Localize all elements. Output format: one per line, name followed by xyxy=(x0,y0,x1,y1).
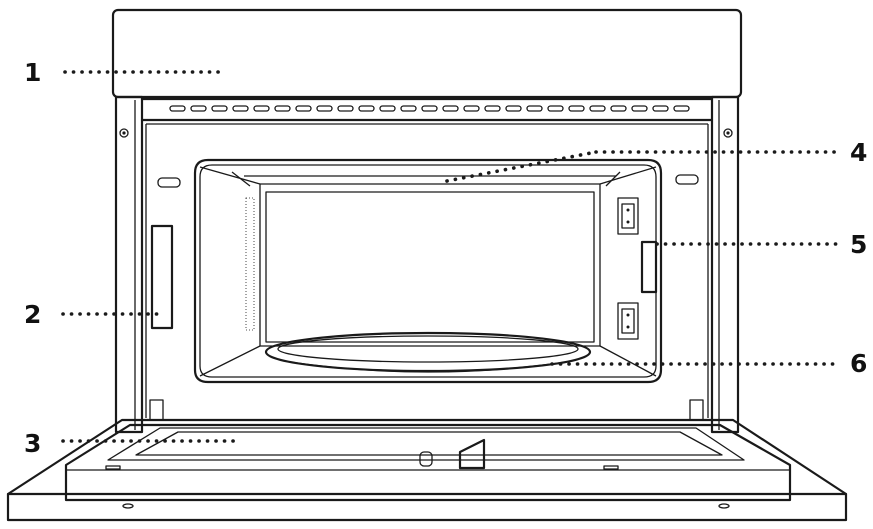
vent-slot xyxy=(673,105,690,112)
callout-number: 6 xyxy=(850,349,867,378)
callout-5: 5 xyxy=(655,230,867,259)
turntable xyxy=(264,331,592,373)
door-latch xyxy=(150,224,174,330)
callout-number: 2 xyxy=(24,300,41,329)
vent-slot xyxy=(358,105,375,112)
vent-slot xyxy=(190,105,207,112)
callout-4: 4 xyxy=(445,138,867,183)
callout-number: 1 xyxy=(24,58,41,87)
vent-slot xyxy=(652,105,669,112)
vent-slot xyxy=(316,105,333,112)
door xyxy=(6,399,848,522)
callout-number: 3 xyxy=(24,429,41,458)
cabinet-frame xyxy=(114,95,740,434)
vent-slot xyxy=(211,105,228,112)
vent-slot xyxy=(568,105,585,112)
callout-number: 5 xyxy=(850,230,867,259)
vent-slot xyxy=(526,105,543,112)
vent-slot xyxy=(610,105,627,112)
vent-slot xyxy=(547,105,564,112)
front-face xyxy=(145,123,709,418)
vent-slot xyxy=(400,105,417,112)
vent-slot xyxy=(442,105,459,112)
callout-number: 4 xyxy=(850,138,867,167)
vent-slot xyxy=(589,105,606,112)
vent-slot xyxy=(484,105,501,112)
callout-1: 1 xyxy=(24,58,228,87)
vent-slot xyxy=(379,105,396,112)
vent-slot xyxy=(505,105,522,112)
callout-6: 6 xyxy=(550,349,867,378)
callout-3: 3 xyxy=(24,429,243,458)
vent-slot xyxy=(295,105,312,112)
vent-slot xyxy=(463,105,480,112)
vent-strip xyxy=(140,97,714,122)
vent-slot xyxy=(232,105,249,112)
leader-line xyxy=(445,150,598,183)
oven-cavity xyxy=(193,158,663,384)
vent-slot xyxy=(421,105,438,112)
vent-slot xyxy=(253,105,270,112)
vent-slot xyxy=(169,105,186,112)
vent-slot xyxy=(631,105,648,112)
vent-slot xyxy=(274,105,291,112)
waveguide-cover xyxy=(617,197,658,340)
callout-2: 2 xyxy=(24,300,163,329)
control-panel xyxy=(111,8,743,99)
vent-slot xyxy=(337,105,354,112)
